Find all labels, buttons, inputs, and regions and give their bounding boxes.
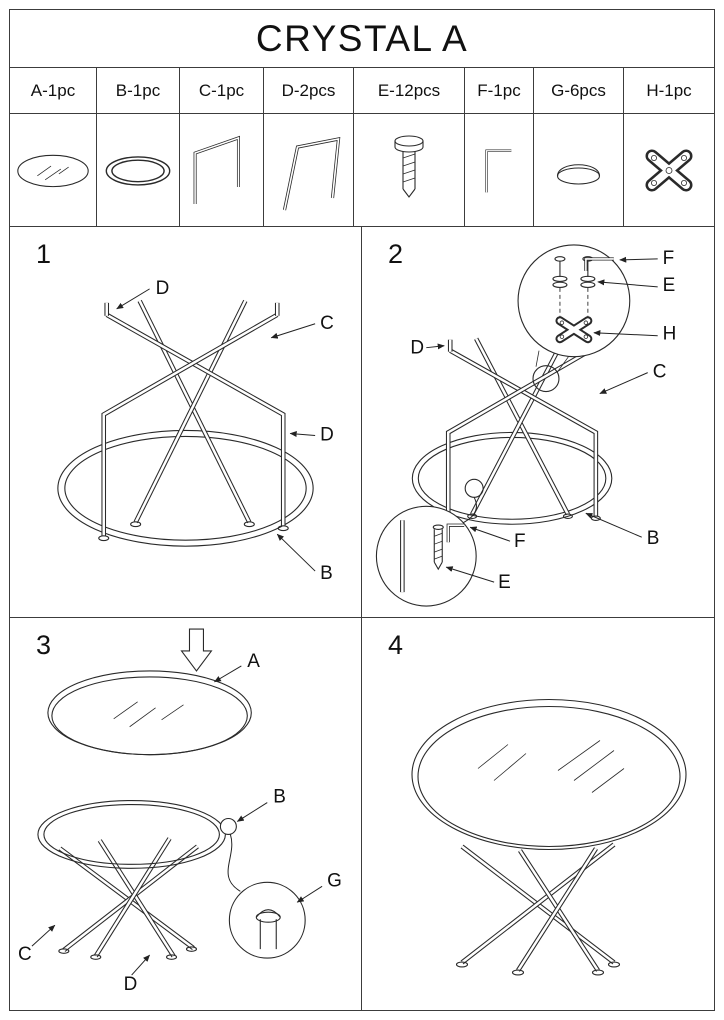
step-1-drawing: D C D B — [57, 278, 334, 584]
step-4-panel: 4 — [362, 618, 714, 1010]
part-cell-d — [264, 114, 354, 227]
step-1-panel: 1 — [10, 227, 362, 618]
part-ref-d: D — [410, 338, 424, 359]
screws-detail — [552, 256, 596, 322]
part-ref-b: B — [320, 563, 333, 584]
part-label-b-text: B-1pc — [115, 80, 161, 100]
part-ref-d: D — [320, 424, 334, 445]
part-ref-b: B — [273, 787, 286, 808]
part-ref-g: G — [327, 870, 342, 891]
part-ref-c: C — [320, 313, 334, 334]
step-2-drawing: F E H D C B F E — [375, 244, 676, 607]
part-label-b: B-1pc — [97, 68, 180, 114]
part-ref-e: E — [498, 572, 511, 593]
part-cell-a — [10, 114, 97, 227]
leg-frames — [455, 842, 621, 976]
part-label-h-text: H-1pc — [646, 80, 692, 100]
leg-frame-d-icon — [282, 137, 341, 211]
part-label-d-text: D-2pcs — [281, 80, 336, 100]
cross-connector-detail — [555, 316, 593, 344]
part-ref-d: D — [124, 974, 138, 995]
ring-frame-icon — [105, 156, 171, 186]
part-label-f: F-1pc — [465, 68, 534, 114]
part-label-d: D-2pcs — [264, 68, 354, 114]
assembled-table-top — [411, 698, 687, 851]
part-label-a-text: A-1pc — [30, 80, 76, 100]
parts-table: A-1pc B-1pc C-1pc D-2pcs E-12pcs F-1pc G… — [10, 68, 714, 227]
part-label-g: G-6pcs — [534, 68, 624, 114]
title-row: CRYSTAL A — [10, 10, 714, 68]
step-2-panel: 2 — [362, 227, 714, 618]
part-ref-f: F — [663, 248, 675, 269]
zoom-source-top — [532, 350, 571, 393]
part-label-a: A-1pc — [10, 68, 97, 114]
step-4-number: 4 — [388, 630, 404, 660]
part-cell-b — [97, 114, 180, 227]
step-1-callout-labels: D C D B — [116, 278, 334, 584]
part-ref-c: C — [18, 944, 32, 965]
allen-key-icon — [485, 149, 512, 193]
leg-frames — [58, 837, 199, 960]
part-label-f-text: F-1pc — [477, 80, 521, 100]
step-1-number: 1 — [36, 239, 52, 269]
ring-part — [37, 799, 226, 869]
cap-callout — [219, 817, 306, 959]
step-2-callout-labels: F E H D C B F E — [410, 248, 676, 593]
step-3-drawing: A B G C D — [18, 628, 342, 995]
part-ref-a: A — [247, 651, 260, 672]
screw-icon — [394, 135, 424, 198]
step-2-number: 2 — [388, 239, 404, 269]
part-cell-g — [534, 114, 624, 227]
part-cell-e — [354, 114, 465, 227]
part-label-g-text: G-6pcs — [551, 80, 606, 100]
part-label-c-text: C-1pc — [198, 80, 245, 100]
part-label-c: C-1pc — [180, 68, 264, 114]
glass-top-icon — [17, 154, 89, 188]
assembly-steps: 1 — [10, 227, 714, 1010]
glass-top-part — [47, 670, 252, 756]
sheet-frame: CRYSTAL A A-1pc B-1pc C-1pc D-2pcs E-12p… — [9, 9, 715, 1011]
part-ref-e: E — [663, 275, 676, 296]
allen-key-detail — [584, 257, 614, 271]
allen-key-detail — [446, 523, 465, 543]
step-4-drawing — [411, 698, 687, 976]
part-ref-h: H — [663, 324, 677, 345]
page-title: CRYSTAL A — [255, 17, 469, 59]
part-ref-c: C — [653, 362, 667, 383]
leg-frames — [443, 337, 601, 529]
leg-frame-c-icon — [193, 135, 240, 204]
part-ref-b: B — [647, 528, 660, 549]
part-ref-f: F — [514, 531, 526, 552]
down-arrow-icon — [180, 628, 213, 672]
step-3-panel: 3 — [10, 618, 362, 1010]
screw-detail — [432, 524, 444, 571]
cap-icon — [556, 164, 601, 185]
ring-part — [57, 429, 314, 547]
top-callout — [517, 244, 631, 358]
part-label-e: E-12pcs — [354, 68, 465, 114]
leg-frames — [98, 299, 289, 542]
part-cell-f — [465, 114, 534, 227]
part-label-h: H-1pc — [624, 68, 714, 114]
step-3-number: 3 — [36, 630, 52, 660]
bottom-callout — [375, 478, 484, 607]
part-cell-h — [624, 114, 714, 227]
part-ref-d: D — [156, 278, 170, 299]
cross-connector-icon — [645, 149, 693, 192]
step-3-callout-labels: A B G C D — [18, 651, 342, 995]
part-label-e-text: E-12pcs — [377, 80, 441, 100]
part-cell-c — [180, 114, 264, 227]
